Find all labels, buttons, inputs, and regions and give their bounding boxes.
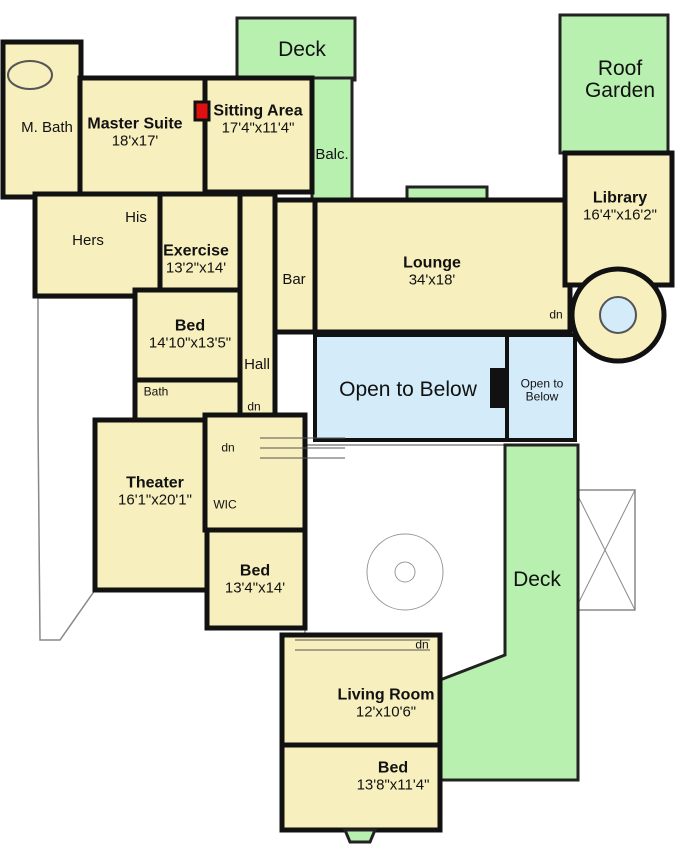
room-size: 17'4"x11'4" bbox=[221, 119, 295, 137]
open-to-below-small bbox=[505, 333, 577, 442]
room-label-bar: Bar bbox=[282, 271, 306, 289]
room-name: Bed bbox=[174, 317, 206, 335]
room-name: Sitting Area bbox=[213, 102, 303, 120]
bathtub-icon bbox=[7, 60, 53, 90]
room-label-open-to-below-small: Open to Below bbox=[520, 376, 564, 403]
stair-label-down: dn bbox=[415, 637, 429, 652]
room-label-open-to-below: Open to Below bbox=[339, 377, 477, 401]
room-name: Bed bbox=[239, 562, 271, 580]
living-room bbox=[279, 632, 443, 748]
room-size: 13'8"x11'4" bbox=[356, 776, 430, 794]
fireplace-icon bbox=[193, 100, 211, 122]
roof-garden bbox=[558, 13, 670, 155]
room-label-deck-right: Deck bbox=[513, 567, 561, 591]
room-name: Theater bbox=[126, 474, 184, 492]
closets-room bbox=[32, 191, 163, 299]
room-label-roof-garden: Roof Garden bbox=[584, 56, 656, 102]
hall-room bbox=[237, 191, 278, 427]
room-label-wic: WIC bbox=[213, 497, 237, 512]
room-label-balcony: Balc. bbox=[315, 146, 349, 164]
stairs bbox=[260, 437, 430, 651]
bed1-room bbox=[132, 287, 243, 383]
room-size: 34'x18' bbox=[408, 271, 456, 289]
room-name: Lounge bbox=[403, 254, 461, 272]
room-size: 14'10"x13'5" bbox=[148, 334, 232, 352]
room-label-hers: Hers bbox=[72, 232, 104, 250]
lounge-room bbox=[312, 197, 573, 335]
room-label-bath: Bath bbox=[143, 384, 169, 399]
room-size: 16'1"x20'1" bbox=[118, 491, 192, 509]
balcony bbox=[310, 76, 354, 207]
bar-room bbox=[272, 197, 318, 335]
stair-label-down: dn bbox=[549, 307, 563, 322]
stair-wic-room bbox=[202, 412, 308, 533]
stair-label-down: dn bbox=[221, 440, 235, 455]
room-size: 13'4"x14' bbox=[224, 579, 286, 597]
bed2-room bbox=[204, 527, 308, 631]
room-size: 12'x10'6" bbox=[355, 703, 417, 721]
room-label-his: His bbox=[125, 209, 147, 227]
library-room bbox=[562, 150, 675, 288]
room-name: Exercise bbox=[163, 242, 229, 260]
fountain-outline bbox=[366, 533, 444, 611]
room-size: 16'4"x16'2" bbox=[583, 206, 657, 224]
room-label-m-bath: M. Bath bbox=[21, 119, 73, 137]
room-name: Library bbox=[592, 189, 648, 207]
theater-room bbox=[92, 417, 211, 593]
room-name: Master Suite bbox=[87, 115, 183, 133]
room-size: 13'2"x14' bbox=[165, 259, 227, 277]
room-size: 18'x17' bbox=[111, 132, 159, 150]
stair-label-down: dn bbox=[247, 399, 261, 414]
room-name: Bed bbox=[377, 759, 409, 777]
room-name: Living Room bbox=[337, 686, 435, 704]
room-label-hall: Hall bbox=[244, 356, 270, 374]
room-label-deck-top: Deck bbox=[278, 37, 326, 61]
